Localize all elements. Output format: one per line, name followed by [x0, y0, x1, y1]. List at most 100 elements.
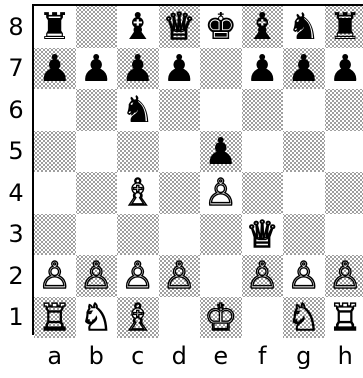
black-pawn-icon[interactable]: ♟	[34, 48, 76, 90]
square-g2[interactable]: ♙	[283, 255, 325, 297]
square-f8[interactable]: ♝	[242, 6, 284, 48]
white-pawn-icon[interactable]: ♙	[200, 172, 242, 214]
white-bishop-icon[interactable]: ♗	[117, 172, 159, 214]
white-king-icon[interactable]: ♔	[200, 297, 242, 339]
square-e5[interactable]: ♟	[200, 131, 242, 173]
square-c7[interactable]: ♟	[117, 48, 159, 90]
white-queen-icon[interactable]: ♕	[159, 6, 201, 48]
white-queen-icon[interactable]: ♕	[242, 214, 284, 256]
white-pawn-icon[interactable]: ♙	[34, 255, 76, 297]
square-f5[interactable]	[242, 131, 284, 173]
square-h1[interactable]: ♖	[325, 297, 363, 339]
square-b3[interactable]	[76, 214, 118, 256]
square-h6[interactable]	[325, 89, 363, 131]
square-c6[interactable]: ♞	[117, 89, 159, 131]
square-a7[interactable]: ♟	[34, 48, 76, 90]
square-b8[interactable]	[76, 6, 118, 48]
square-d6[interactable]	[159, 89, 201, 131]
square-c8[interactable]: ♝	[117, 6, 159, 48]
white-pawn-icon[interactable]: ♙	[242, 255, 284, 297]
square-d5[interactable]	[159, 131, 201, 173]
square-g4[interactable]	[283, 172, 325, 214]
square-g3[interactable]	[283, 214, 325, 256]
square-a5[interactable]	[34, 131, 76, 173]
square-b4[interactable]	[76, 172, 118, 214]
white-pawn-icon[interactable]: ♙	[76, 255, 118, 297]
black-pawn-icon[interactable]: ♟	[242, 48, 284, 90]
white-knight-icon[interactable]: ♘	[76, 297, 118, 339]
black-pawn-icon[interactable]: ♟	[159, 48, 201, 90]
white-pawn-icon[interactable]: ♙	[117, 255, 159, 297]
square-b6[interactable]	[76, 89, 118, 131]
square-d2[interactable]: ♙	[159, 255, 201, 297]
square-d4[interactable]	[159, 172, 201, 214]
square-f6[interactable]	[242, 89, 284, 131]
black-rook-icon[interactable]: ♜	[34, 6, 76, 48]
white-pawn-icon[interactable]: ♙	[159, 255, 201, 297]
square-b1[interactable]: ♘	[76, 297, 118, 339]
square-h3[interactable]	[325, 214, 363, 256]
square-e4[interactable]: ♙	[200, 172, 242, 214]
square-f7[interactable]: ♟	[242, 48, 284, 90]
square-e6[interactable]	[200, 89, 242, 131]
square-g8[interactable]: ♞	[283, 6, 325, 48]
square-h5[interactable]	[325, 131, 363, 173]
square-d1[interactable]	[159, 297, 201, 339]
square-a3[interactable]	[34, 214, 76, 256]
square-a6[interactable]	[34, 89, 76, 131]
black-rook-icon[interactable]: ♜	[325, 6, 363, 48]
square-f4[interactable]	[242, 172, 284, 214]
square-a4[interactable]	[34, 172, 76, 214]
square-c2[interactable]: ♙	[117, 255, 159, 297]
square-f3[interactable]: ♕	[242, 214, 284, 256]
square-h2[interactable]: ♙	[325, 255, 363, 297]
square-e3[interactable]	[200, 214, 242, 256]
square-g7[interactable]: ♟	[283, 48, 325, 90]
square-c4[interactable]: ♗	[117, 172, 159, 214]
square-h7[interactable]: ♟	[325, 48, 363, 90]
black-pawn-icon[interactable]: ♟	[200, 131, 242, 173]
rank-label-7: 7	[4, 48, 28, 90]
black-pawn-icon[interactable]: ♟	[76, 48, 118, 90]
black-knight-icon[interactable]: ♞	[283, 6, 325, 48]
white-pawn-icon[interactable]: ♙	[325, 255, 363, 297]
square-d3[interactable]	[159, 214, 201, 256]
square-d8[interactable]: ♕	[159, 6, 201, 48]
file-label-b: b	[76, 338, 118, 374]
square-b2[interactable]: ♙	[76, 255, 118, 297]
rank-label-8: 8	[4, 6, 28, 48]
white-pawn-icon[interactable]: ♙	[283, 255, 325, 297]
square-e2[interactable]	[200, 255, 242, 297]
black-knight-icon[interactable]: ♞	[117, 89, 159, 131]
square-e7[interactable]	[200, 48, 242, 90]
black-bishop-icon[interactable]: ♝	[117, 6, 159, 48]
white-bishop-icon[interactable]: ♗	[117, 297, 159, 339]
square-a2[interactable]: ♙	[34, 255, 76, 297]
white-rook-icon[interactable]: ♖	[34, 297, 76, 339]
black-pawn-icon[interactable]: ♟	[117, 48, 159, 90]
square-b7[interactable]: ♟	[76, 48, 118, 90]
square-c3[interactable]	[117, 214, 159, 256]
rank-label-5: 5	[4, 131, 28, 173]
square-d7[interactable]: ♟	[159, 48, 201, 90]
black-pawn-icon[interactable]: ♟	[325, 48, 363, 90]
white-knight-icon[interactable]: ♘	[283, 297, 325, 339]
square-a1[interactable]: ♖	[34, 297, 76, 339]
square-b5[interactable]	[76, 131, 118, 173]
square-g6[interactable]	[283, 89, 325, 131]
square-e8[interactable]: ♚	[200, 6, 242, 48]
square-f1[interactable]	[242, 297, 284, 339]
square-a8[interactable]: ♜	[34, 6, 76, 48]
black-bishop-icon[interactable]: ♝	[242, 6, 284, 48]
square-c5[interactable]	[117, 131, 159, 173]
square-c1[interactable]: ♗	[117, 297, 159, 339]
square-f2[interactable]: ♙	[242, 255, 284, 297]
white-rook-icon[interactable]: ♖	[325, 297, 363, 339]
square-h4[interactable]	[325, 172, 363, 214]
square-h8[interactable]: ♜	[325, 6, 363, 48]
square-e1[interactable]: ♔	[200, 297, 242, 339]
black-pawn-icon[interactable]: ♟	[283, 48, 325, 90]
black-king-icon[interactable]: ♚	[200, 6, 242, 48]
square-g5[interactable]	[283, 131, 325, 173]
square-g1[interactable]: ♘	[283, 297, 325, 339]
